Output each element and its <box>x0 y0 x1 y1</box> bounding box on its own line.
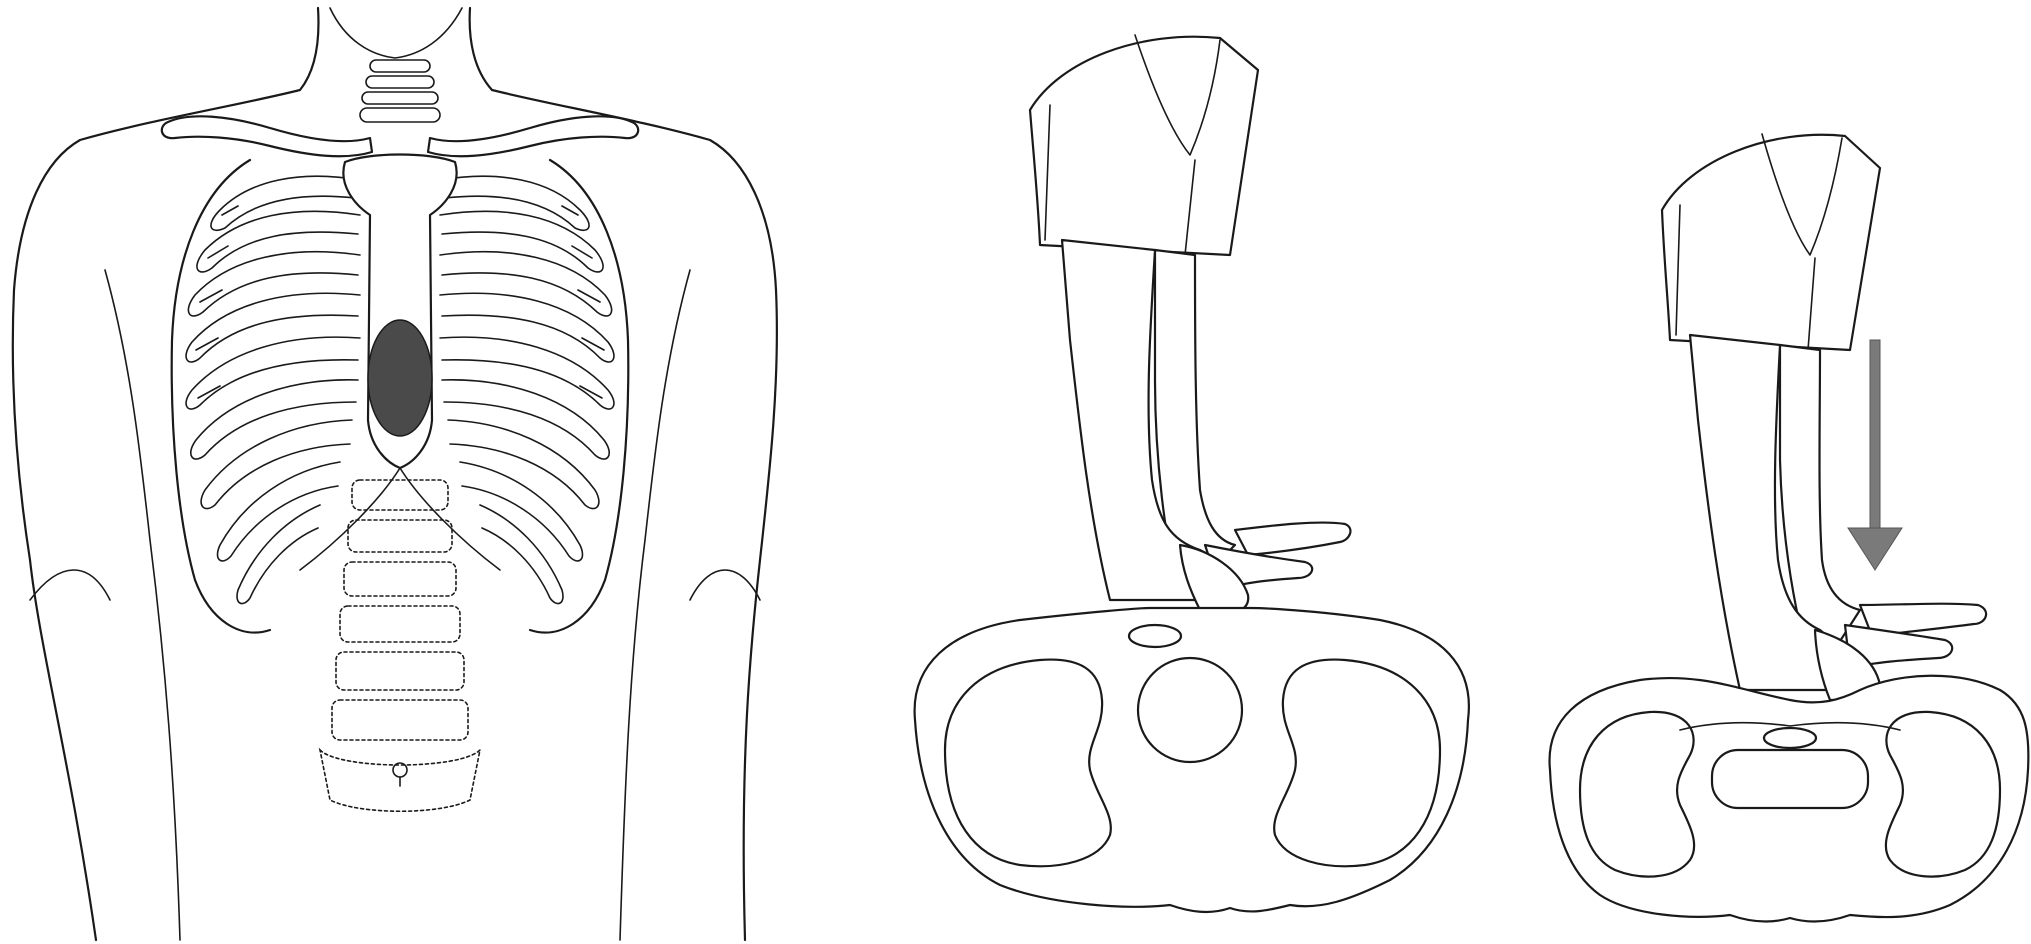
left-ribs <box>186 176 360 603</box>
chest-cross-section-outer <box>1550 676 2029 922</box>
left-arm-crease <box>30 570 110 600</box>
right-arm-inner <box>620 270 690 940</box>
right-clavicle <box>428 116 638 156</box>
right-arm-crease <box>690 570 760 600</box>
left-clavicle <box>162 116 372 156</box>
costal-margin <box>300 468 500 570</box>
fingers-back <box>1235 523 1350 555</box>
cervical-spine <box>360 60 440 122</box>
torso-outline <box>13 8 319 940</box>
down-arrow-icon <box>1848 340 1902 570</box>
left-arm-inner <box>105 270 180 940</box>
sleeve <box>1662 135 1880 350</box>
sleeve <box>1030 37 1258 255</box>
compression-area <box>368 320 432 436</box>
right-ribs <box>440 176 614 603</box>
hands-at-rest-panel <box>915 35 1469 912</box>
hands-compressing-panel <box>1550 134 2029 922</box>
neck <box>330 8 462 58</box>
chest-cross-section-outer <box>915 608 1469 912</box>
lumbar-spine <box>320 480 480 811</box>
thorax-anterior-panel <box>13 8 777 940</box>
